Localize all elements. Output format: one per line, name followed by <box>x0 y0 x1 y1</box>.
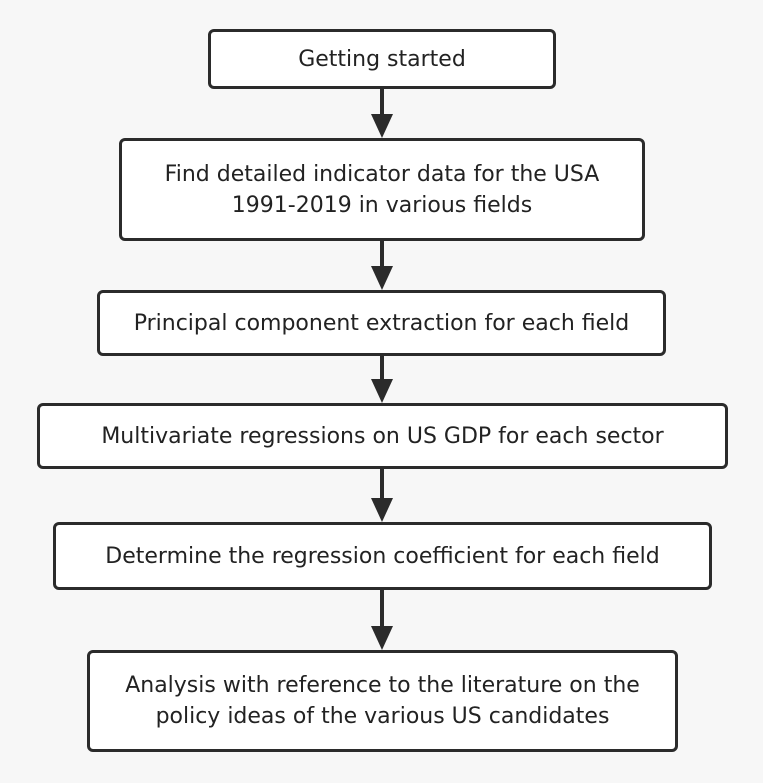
arrow-5 <box>371 589 393 650</box>
step-multivariate-regressions: Multivariate regressions on US GDP for e… <box>37 403 728 469</box>
step-text: Find detailed indicator data for the USA <box>164 161 600 187</box>
step-text: Determine the regression coefficient for… <box>105 543 660 569</box>
arrow-2 <box>371 240 393 290</box>
step-analysis-literature: Analysis with reference to the literatur… <box>87 650 678 752</box>
step-find-indicator-data: Find detailed indicator data for the USA… <box>119 138 645 241</box>
step-determine-regression-coefficient: Determine the regression coefficient for… <box>53 522 712 590</box>
arrow-1 <box>371 88 393 138</box>
step-principal-component-extraction: Principal component extraction for each … <box>97 290 666 356</box>
step-text: Principal component extraction for each … <box>133 310 630 336</box>
step-text: policy ideas of the various US candidate… <box>155 704 610 729</box>
step-text: Getting started <box>298 46 466 72</box>
step-text: Multivariate regressions on US GDP for e… <box>101 423 664 449</box>
arrow-4 <box>371 468 393 522</box>
step-text: Analysis with reference to the literatur… <box>125 673 640 698</box>
arrow-3 <box>371 355 393 403</box>
step-text: 1991-2019 in various fields <box>231 192 533 218</box>
step-getting-started: Getting started <box>208 29 556 89</box>
